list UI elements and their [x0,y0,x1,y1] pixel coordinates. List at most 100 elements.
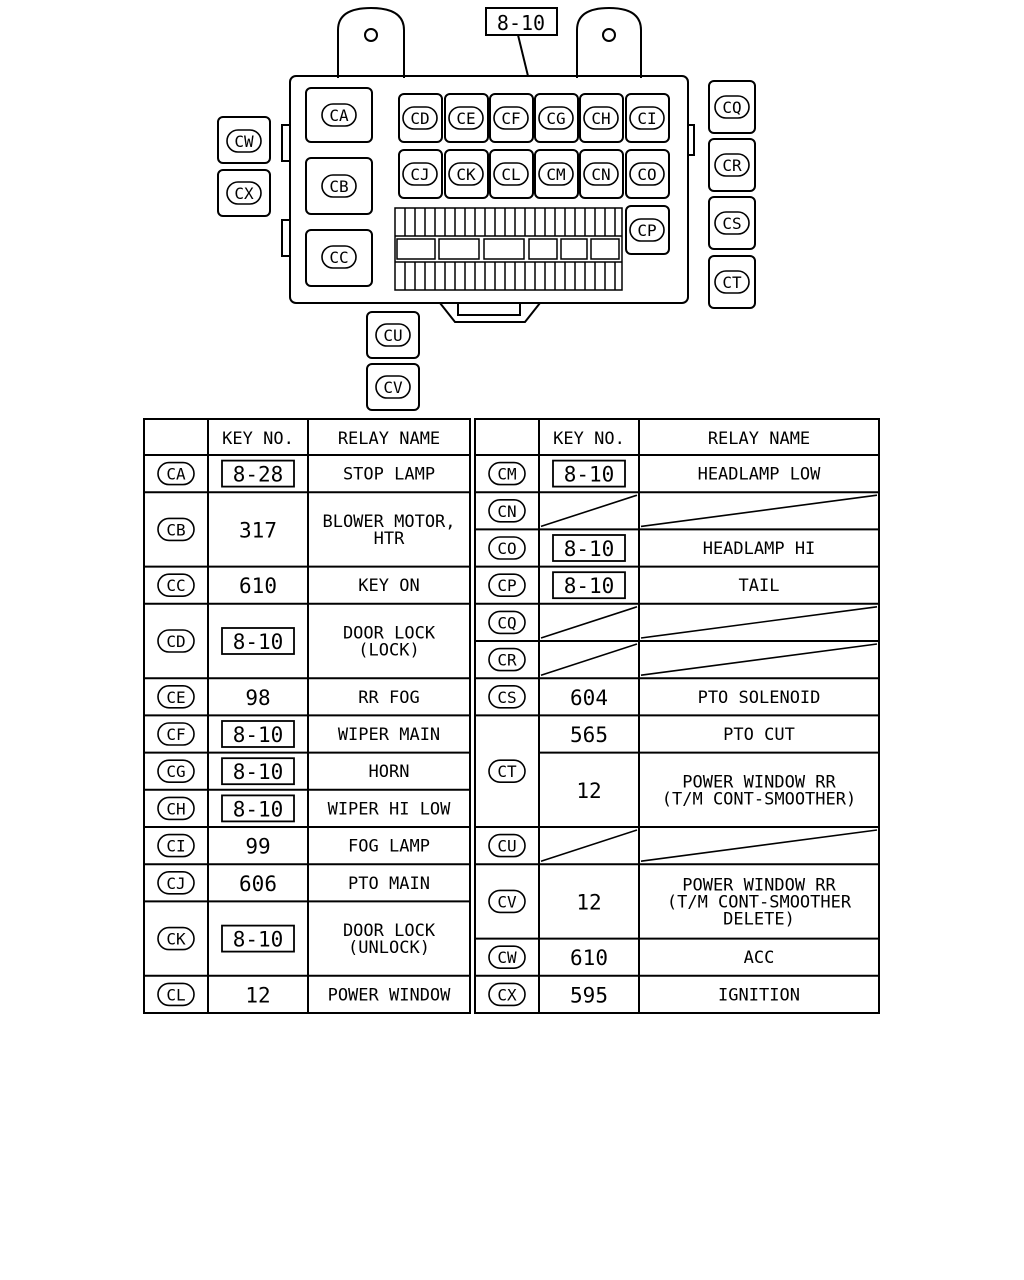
diagram-label-cm-text: CM [546,165,565,184]
diagram-label-cb: CB [321,174,357,198]
diagram-label-cr: CR [714,153,750,177]
key-no-cell: 565 [570,723,608,747]
diagram-label-cq-text: CQ [722,98,741,117]
relay-name-cell: HORN [369,762,410,782]
diagram-label-cc-text: CC [329,248,348,267]
row-id-cb-text: CB [166,520,185,539]
diagram-label-ck-text: CK [456,165,476,184]
relay-name-header: RELAY NAME [338,429,440,449]
fuse-block [394,207,623,291]
row-id-co-text: CO [497,539,516,558]
row-id-cl: CL [157,982,195,1007]
right-mount-tab [576,6,642,78]
diagram-label-cu: CU [375,323,411,347]
row-id-ch-text: CH [166,799,185,818]
diagram-label-cv: CV [375,375,411,399]
diagram-label-ck: CK [448,162,484,186]
diagram-label-ci-text: CI [637,109,656,128]
table-row: 604 PTO SOLENOID [539,686,879,717]
diagram-label-ci: CI [629,106,665,130]
row-id-cv-text: CV [497,892,517,911]
row-id-cx: CX [488,982,526,1007]
diagram-label-cx-text: CX [234,184,254,203]
diagram-label-co: CO [629,162,665,186]
diagram-label-ca: CA [321,103,357,127]
relay-name-cell: PTO SOLENOID [698,688,821,708]
relay-box-illustration: 8-10 [217,6,756,411]
diagram-label-cn-text: CN [591,165,610,184]
row-id-ck: CK [157,926,195,951]
diagram-label-cp: CP [629,218,665,242]
relay-name-cell: (T/M CONT-SMOOTHER) [662,789,856,809]
diagram-label-ct-text: CT [722,273,742,292]
relay-name-cell: RR FOG [358,688,419,708]
relay-CS [708,196,756,250]
row-id-cu-text: CU [497,837,516,856]
row-id-cr: CR [488,647,526,672]
key-no-cell: 8-10 [233,760,284,784]
relay-name-cell: POWER WINDOW RR [682,772,836,792]
row-id-cn: CN [488,498,526,523]
row-id-co: CO [488,536,526,560]
row-id-cg-text: CG [166,762,185,781]
relay-CR [708,138,756,192]
relay-name-cell: DELETE) [723,909,795,929]
row-id-ca: CA [157,461,195,486]
key-no-cell: 99 [245,835,270,859]
relay-name-cell: PTO CUT [723,725,795,745]
row-id-cm-text: CM [497,465,516,484]
diagram-label-co-text: CO [637,165,656,184]
row-id-ci-text: CI [166,837,185,856]
relay-name-cell: HTR [374,529,405,549]
diagram-label-ch-text: CH [591,109,610,128]
bottom-latch [439,302,541,323]
key-no-cell: 8-28 [233,463,284,487]
table-row: CG 8-10 HORN [144,757,470,791]
key-no-cell: 12 [576,779,601,803]
diagram-label-cg-text: CG [546,109,565,128]
key-no-cell: 12 [576,890,601,914]
diagram-label-cw: CW [226,129,262,153]
relay-name-cell: KEY ON [358,576,419,596]
diagram-label-cq: CQ [714,95,750,119]
diagram-label-cd-text: CD [410,109,429,128]
relay-CW [217,116,271,164]
relay-name-cell: HEADLAMP HI [703,539,816,559]
top-callout-label: 8-10 [497,11,545,35]
diagram-label-cf: CF [493,106,529,130]
row-id-cn-text: CN [497,502,516,521]
diagram-label-ct: CT [714,270,750,294]
relay-CQ [708,80,756,134]
key-no-cell: 8-10 [564,574,615,598]
key-no-cell: 8-10 [564,463,615,487]
relay-CB [305,157,373,215]
row-id-cm: CM [488,461,526,486]
diagram-label-cc: CC [321,245,357,269]
key-no-cell: 317 [239,518,277,542]
key-no-cell: 8-10 [233,723,284,747]
right-relay-table: KEY NO.RELAY NAMECMCNCOCPCQCRCSCTCUCVCWC… [474,418,880,1014]
relay-name-header: RELAY NAME [708,429,810,449]
key-no-cell: 604 [570,686,608,710]
relay-CC [305,229,373,287]
diagram-label-cj: CJ [402,162,438,186]
relay-name-cell: BLOWER MOTOR, [322,512,455,532]
diagram-label-cg: CG [538,106,574,130]
row-id-cd-text: CD [166,632,185,651]
row-id-cd: CD [157,629,195,653]
diagram-label-cr-text: CR [722,156,742,175]
diagram-label-cf-text: CF [501,109,520,128]
diagram-label-ca-text: CA [329,106,349,125]
key-no-cell: 610 [239,574,277,598]
row-id-cp-text: CP [497,576,516,595]
relay-name-cell: IGNITION [718,985,800,1005]
